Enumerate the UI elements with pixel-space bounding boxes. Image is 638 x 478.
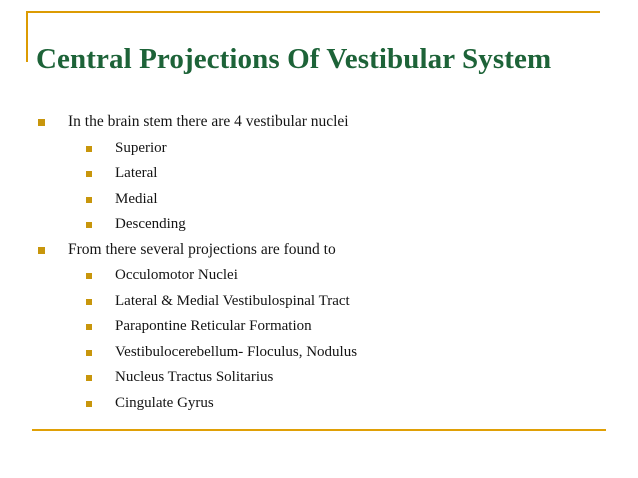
square-bullet-icon — [86, 273, 92, 279]
slide-title: Central Projections Of Vestibular System — [36, 43, 552, 76]
bullet-item-label: Occulomotor Nuclei — [115, 267, 238, 283]
square-bullet-icon — [86, 375, 92, 381]
square-bullet-icon — [86, 349, 92, 356]
square-bullet-icon — [86, 196, 92, 203]
square-bullet-icon — [86, 324, 92, 330]
bullet-item-label: Descending — [115, 216, 186, 232]
footer-rule-decoration — [32, 429, 606, 431]
title-left-rule-decoration — [26, 11, 28, 62]
bullet-item-label: Medial — [115, 190, 158, 207]
square-bullet-icon — [86, 171, 92, 177]
square-bullet-icon — [86, 298, 92, 305]
slide-body-bullet-list: In the brain stem there are 4 vestibular… — [0, 112, 638, 418]
bullet-list-item: Cingulate Gyrus — [0, 393, 638, 419]
bullet-list-item: Medial — [0, 189, 638, 215]
bullet-list-item: Descending — [0, 214, 638, 240]
bullet-list-item: Superior — [0, 138, 638, 164]
square-bullet-icon — [86, 400, 92, 407]
bullet-item-label: Parapontine Reticular Formation — [115, 318, 312, 334]
bullet-list-item: In the brain stem there are 4 vestibular… — [0, 112, 638, 138]
bullet-item-label: Cingulate Gyrus — [115, 394, 214, 411]
bullet-list-item: Occulomotor Nuclei — [0, 265, 638, 291]
square-bullet-icon — [86, 222, 92, 228]
bullet-list-item: Parapontine Reticular Formation — [0, 316, 638, 342]
bullet-list-item: Lateral & Medial Vestibulospinal Tract — [0, 291, 638, 317]
bullet-item-label: Lateral — [115, 165, 158, 181]
bullet-item-label: Vestibulocerebellum- Floculus, Nodulus — [115, 343, 358, 360]
bullet-list-item: Lateral — [0, 163, 638, 189]
bullet-item-label: In the brain stem there are 4 vestibular… — [68, 113, 349, 130]
bullet-item-label: From there several projections are found… — [68, 240, 336, 258]
bullet-list-item: From there several projections are found… — [0, 240, 638, 266]
title-top-rule-decoration — [26, 11, 600, 13]
bullet-item-label: Superior — [115, 139, 167, 156]
bullet-item-label: Lateral & Medial Vestibulospinal Tract — [115, 292, 350, 309]
bullet-item-label: Nucleus Tractus Solitarius — [115, 369, 274, 385]
square-bullet-icon — [38, 119, 45, 126]
bullet-list-item: Nucleus Tractus Solitarius — [0, 367, 638, 393]
square-bullet-icon — [86, 145, 92, 152]
square-bullet-icon — [38, 246, 45, 254]
bullet-list-item: Vestibulocerebellum- Floculus, Nodulus — [0, 342, 638, 368]
